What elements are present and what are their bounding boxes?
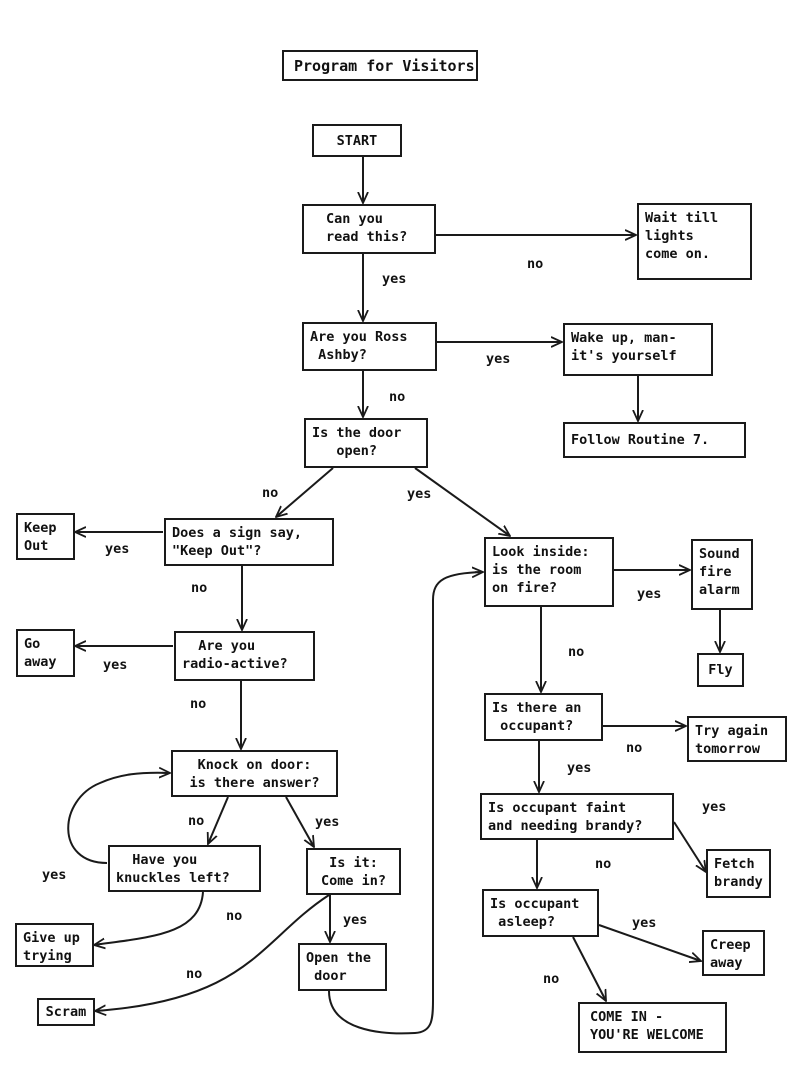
- label-fire-yes: yes: [637, 586, 662, 602]
- label-sign-yes: yes: [105, 541, 130, 557]
- node-occupant-question: Is there an occupant?: [484, 693, 603, 741]
- node-come-in-question: Is it: Come in?: [306, 848, 401, 895]
- node-sign-question: Does a sign say, "Keep Out"?: [164, 518, 334, 566]
- arrow-opendoor-look: [328, 572, 483, 1035]
- node-start: START: [312, 124, 402, 157]
- node-open-door: Open the door: [298, 943, 387, 991]
- node-faint-question: Is occupant faint and needing brandy?: [480, 793, 674, 840]
- node-creep-away: Creep away: [702, 930, 765, 976]
- label-knuckles-no: no: [226, 908, 243, 924]
- node-give-up: Give up trying: [15, 923, 94, 967]
- node-radio-active-question: Are you radio-active?: [174, 631, 315, 681]
- label-comein-yes: yes: [343, 912, 368, 928]
- label-comein-no: no: [186, 966, 203, 982]
- node-fetch-brandy: Fetch brandy: [706, 849, 771, 898]
- node-read-question: Can you read this?: [302, 204, 436, 254]
- node-keep-out: Keep Out: [16, 513, 75, 560]
- node-try-again: Try again tomorrow: [687, 716, 787, 762]
- node-wake-up: Wake up, man- it's yourself: [563, 323, 713, 376]
- node-sound-alarm: Sound fire alarm: [691, 539, 753, 610]
- node-room-fire-question: Look inside: is the room on fire?: [484, 537, 614, 607]
- label-occupant-no: no: [626, 740, 643, 756]
- label-radio-yes: yes: [103, 657, 128, 673]
- arrow-knuckles-knock: [67, 773, 170, 864]
- label-knock-no: no: [188, 813, 205, 829]
- label-knuckles-yes: yes: [42, 867, 67, 883]
- label-ross-yes: yes: [486, 351, 511, 367]
- node-door-open-question: Is the door open?: [304, 418, 428, 468]
- node-scram: Scram: [37, 998, 95, 1026]
- label-occupant-yes: yes: [567, 760, 592, 776]
- node-asleep-question: Is occupant asleep?: [482, 889, 599, 937]
- label-knock-yes: yes: [315, 814, 340, 830]
- arrow-comein-scram: [95, 894, 330, 1011]
- arrow-knock-comein: [285, 796, 314, 847]
- arrow-knuckles-giveup: [94, 891, 204, 945]
- node-wait-lights: Wait till lights come on.: [637, 203, 752, 280]
- label-radio-no: no: [190, 696, 207, 712]
- arrow-faint-fetch: [673, 821, 706, 872]
- arrow-knock-knuckles: [208, 796, 229, 844]
- node-knuckles-question: Have you knuckles left?: [108, 845, 261, 892]
- arrow-asleep-welcome: [572, 936, 606, 1001]
- label-asleep-no: no: [543, 971, 560, 987]
- node-go-away: Go away: [16, 629, 75, 677]
- arrow-door-sign: [276, 467, 334, 517]
- node-knock-question: Knock on door: is there answer?: [171, 750, 338, 797]
- node-ross-ashby-question: Are you Ross Ashby?: [302, 322, 437, 371]
- label-read-yes: yes: [382, 271, 407, 287]
- label-asleep-yes: yes: [632, 915, 657, 931]
- label-faint-no: no: [595, 856, 612, 872]
- label-read-no: no: [527, 256, 544, 272]
- label-sign-no: no: [191, 580, 208, 596]
- arrow-door-look: [414, 467, 510, 536]
- label-ross-no: no: [389, 389, 406, 405]
- node-come-in-welcome: COME IN - YOU'RE WELCOME: [578, 1002, 727, 1053]
- diagram-title: Program for Visitors: [282, 50, 478, 81]
- node-follow-routine: Follow Routine 7.: [563, 422, 746, 458]
- label-door-no: no: [262, 485, 279, 501]
- label-fire-no: no: [568, 644, 585, 660]
- label-door-yes: yes: [407, 486, 432, 502]
- node-fly: Fly: [697, 653, 744, 687]
- label-faint-yes: yes: [702, 799, 727, 815]
- arrow-asleep-creep: [598, 924, 701, 961]
